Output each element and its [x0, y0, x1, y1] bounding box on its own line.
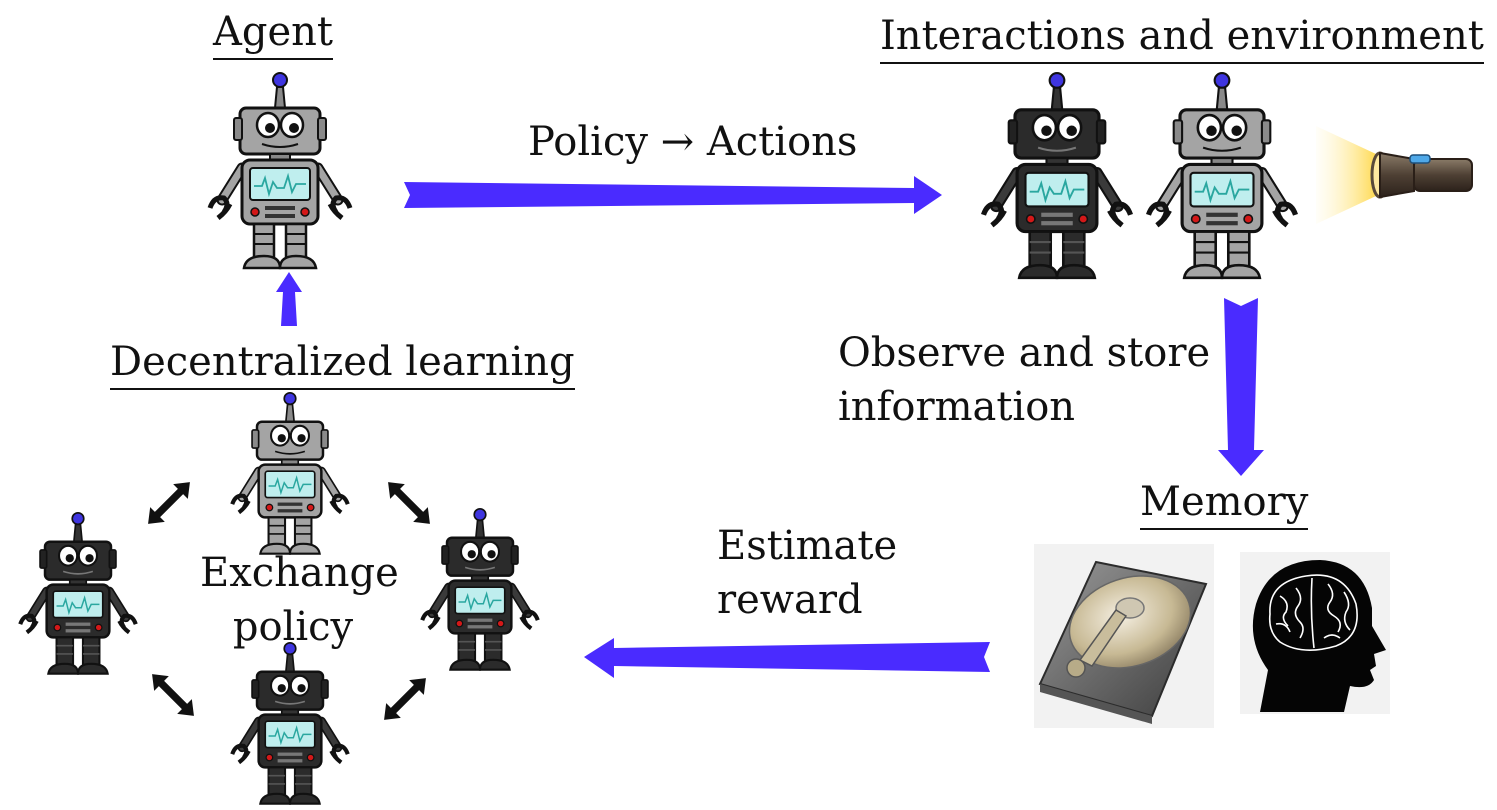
- flashlight-icon: [1316, 126, 1473, 224]
- exchange-arrow-bottom-right-icon: [376, 670, 434, 728]
- learner-robot-bottom-icon: [224, 642, 356, 807]
- exchange-policy-line2: policy: [232, 604, 354, 650]
- observe-store-label: Observe and store information: [838, 326, 1210, 434]
- estimate-reward-label: Estimate reward: [717, 519, 897, 627]
- agent-label: Agent: [213, 12, 333, 60]
- estimate-reward-line2: reward: [717, 577, 863, 623]
- observe-store-line1: Observe and store: [838, 330, 1211, 376]
- learner-robot-top-icon: [224, 392, 356, 557]
- policy-actions-label: Policy → Actions: [528, 119, 858, 165]
- exchange-policy-label: Exchange policy: [200, 546, 399, 654]
- hard-drive-icon: [1034, 544, 1214, 728]
- memory-label: Memory: [1140, 482, 1309, 530]
- brain-head-icon: [1240, 552, 1390, 714]
- observe-arrow: [1218, 298, 1264, 476]
- policy-arrow: [404, 176, 942, 214]
- interactions-environment-label: Interactions and environment: [880, 16, 1484, 64]
- reward-arrow: [584, 638, 990, 678]
- estimate-reward-line1: Estimate: [717, 523, 898, 569]
- exchange-arrow-bottom-left-icon: [144, 666, 202, 724]
- learning-to-agent-arrow: [276, 272, 302, 326]
- decentralized-learning-label: Decentralized learning: [110, 342, 575, 390]
- observe-store-line2: information: [838, 384, 1076, 430]
- env-robot-dark-icon: [973, 72, 1141, 282]
- exchange-arrow-top-left-icon: [140, 474, 198, 532]
- env-robot-gray-icon: [1138, 72, 1306, 282]
- learner-robot-left-icon: [12, 512, 144, 677]
- agent-robot-icon: [200, 72, 360, 272]
- exchange-policy-line1: Exchange: [200, 550, 399, 596]
- exchange-arrow-top-right-icon: [380, 474, 438, 532]
